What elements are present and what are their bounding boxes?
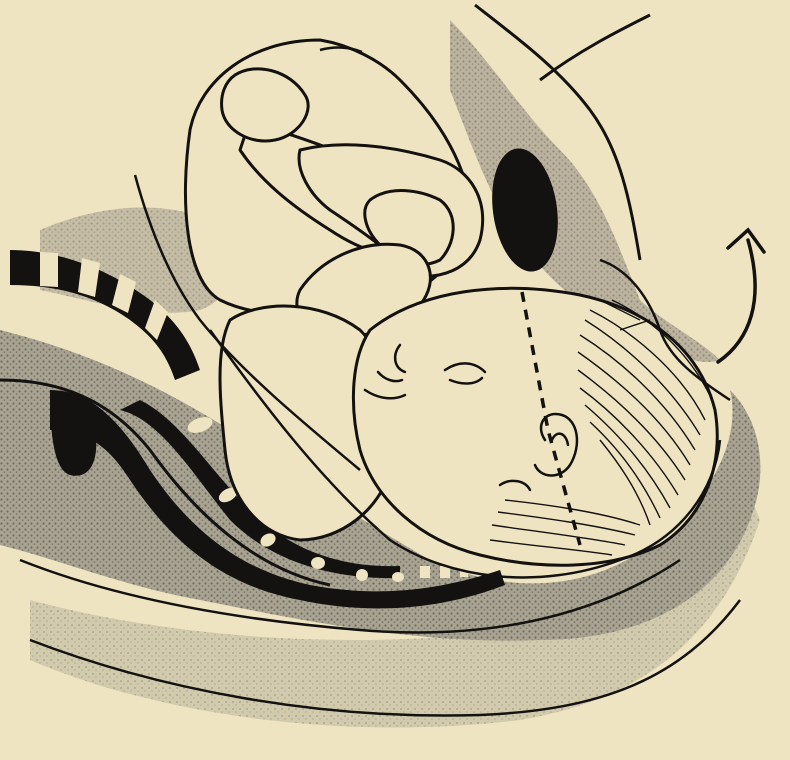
engraving (0, 0, 790, 760)
illustration-canvas (0, 0, 790, 760)
